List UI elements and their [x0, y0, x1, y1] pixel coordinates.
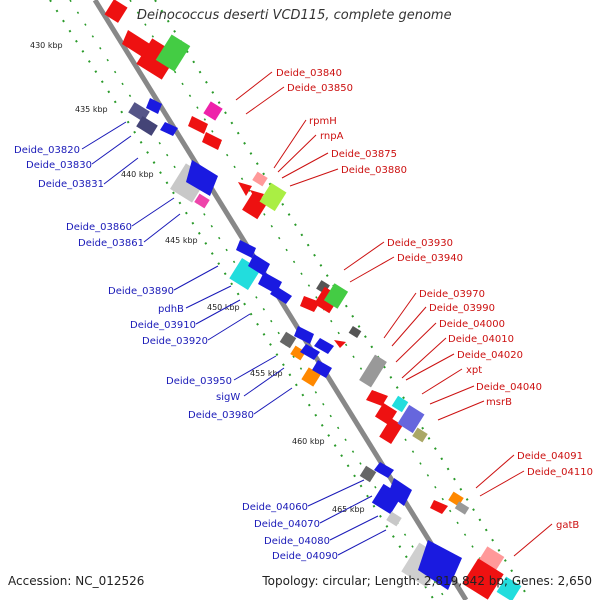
- gene-label-left[interactable]: sigW: [216, 392, 240, 403]
- ruler-label: 445 kbp: [165, 236, 198, 245]
- gene-label-left[interactable]: Deide_04080: [264, 536, 330, 547]
- gene-label-left[interactable]: Deide_03861: [78, 238, 144, 249]
- gene-label-right[interactable]: Deide_04000: [439, 319, 505, 330]
- gene-label-right[interactable]: rpmH: [309, 116, 337, 127]
- gene-label-left[interactable]: pdhB: [158, 304, 184, 315]
- gene-label-right[interactable]: Deide_04020: [457, 350, 523, 361]
- ruler-label: 460 kbp: [292, 437, 325, 446]
- outer-guide-right: [154, 0, 531, 600]
- gene-label-left[interactable]: Deide_04070: [254, 519, 320, 530]
- ruler-label: 440 kbp: [121, 170, 154, 179]
- right-genes: [104, 0, 522, 600]
- gene-label-right[interactable]: xpt: [466, 365, 482, 376]
- gene-label-right[interactable]: Deide_03930: [387, 238, 453, 249]
- gene-label-left[interactable]: Deide_03830: [26, 160, 92, 171]
- gene-label-left[interactable]: Deide_04090: [272, 551, 338, 562]
- gene-label-left[interactable]: Deide_03950: [166, 376, 232, 387]
- gene-label-right[interactable]: Deide_03880: [341, 165, 407, 176]
- ruler-label: 450 kbp: [207, 303, 240, 312]
- map-title: Deinococcus deserti VCD115, complete gen…: [137, 8, 452, 23]
- gene-label-left[interactable]: Deide_03831: [38, 179, 104, 190]
- gene-label-left[interactable]: Deide_03910: [130, 320, 196, 331]
- gene-label-right[interactable]: Deide_03990: [429, 303, 495, 314]
- ruler-label: 465 kbp: [332, 505, 365, 514]
- gene-label-right[interactable]: Deide_04040: [476, 382, 542, 393]
- genome-stats-text: Topology: circular; Length: 2,819,842 bp…: [262, 574, 592, 588]
- gene-label-right[interactable]: msrB: [486, 397, 512, 408]
- gene-label-left[interactable]: Deide_03920: [142, 336, 208, 347]
- gene-label-left[interactable]: Deide_03860: [66, 222, 132, 233]
- left-genes: [128, 98, 462, 590]
- accession-text: Accession: NC_012526: [8, 574, 145, 588]
- gene-label-left[interactable]: Deide_03980: [188, 410, 254, 421]
- gene-label-right[interactable]: rnpA: [320, 131, 344, 142]
- gene-label-left[interactable]: Deide_03890: [108, 286, 174, 297]
- gene-label-left[interactable]: Deide_03820: [14, 145, 80, 156]
- gene-label-right[interactable]: Deide_04110: [527, 467, 593, 478]
- gene-label-right[interactable]: Deide_03940: [397, 253, 463, 264]
- gene-label-right[interactable]: Deide_03840: [276, 68, 342, 79]
- gene-label-right[interactable]: Deide_03875: [331, 149, 397, 160]
- gene-label-right[interactable]: Deide_03970: [419, 289, 485, 300]
- right-leaders: [235, 71, 553, 557]
- gene-label-right[interactable]: Deide_03850: [287, 83, 353, 94]
- gene-label-right[interactable]: gatB: [556, 520, 579, 531]
- ruler-label: 430 kbp: [30, 41, 63, 50]
- ruler-label: 435 kbp: [75, 105, 108, 114]
- gene-label-left[interactable]: Deide_04060: [242, 502, 308, 513]
- gene-label-right[interactable]: Deide_04091: [517, 451, 583, 462]
- left-leaders: [81, 121, 387, 556]
- ruler-label: 455 kbp: [250, 369, 283, 378]
- gene-label-right[interactable]: Deide_04010: [448, 334, 514, 345]
